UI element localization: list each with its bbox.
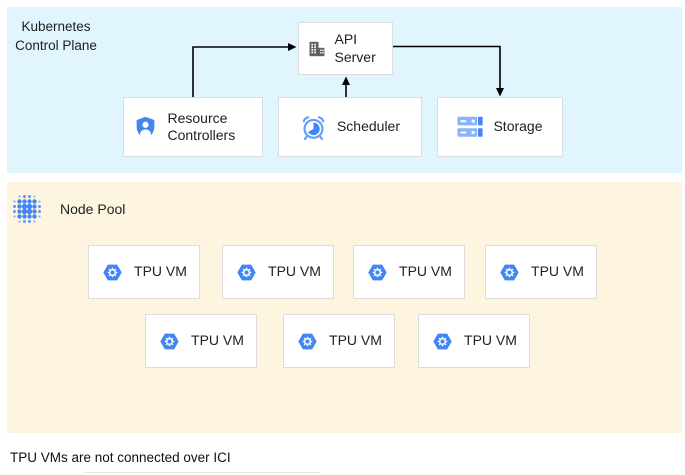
storage-disks-icon <box>457 115 483 139</box>
building-icon <box>307 39 327 59</box>
hexagon-gear-icon <box>158 330 181 353</box>
hexagon-gear-icon <box>296 330 319 353</box>
tpu-vm-label: TPU VM <box>464 332 517 349</box>
resource-controllers-node: Resource Controllers <box>123 97 263 157</box>
hexagon-gear-icon <box>101 261 124 284</box>
node-pool-title: Node Pool <box>60 201 126 217</box>
tpu-vm-node: TPU VM <box>353 245 465 299</box>
api-server-label: API Server <box>334 31 376 65</box>
tpu-vm-label: TPU VM <box>531 263 584 280</box>
tpu-vm-node: TPU VM <box>88 245 200 299</box>
tpu-vm-label: TPU VM <box>329 332 382 349</box>
tpu-vm-label: TPU VM <box>399 263 452 280</box>
node-pool-dots-icon <box>10 192 44 226</box>
hexagon-gear-icon <box>366 261 389 284</box>
tpu-vm-node: TPU VM <box>222 245 334 299</box>
api-server-node: API Server <box>298 22 393 75</box>
scheduler-node: Scheduler <box>278 97 422 157</box>
hexagon-gear-icon <box>431 330 454 353</box>
tpu-vm-node: TPU VM <box>485 245 597 299</box>
shield-user-icon <box>133 115 158 140</box>
tpu-vm-label: TPU VM <box>134 263 187 280</box>
control-plane-title: Kubernetes Control Plane <box>15 19 97 53</box>
storage-label: Storage <box>493 118 543 135</box>
resource-controllers-label: Resource Controllers <box>167 109 236 144</box>
faint-divider <box>85 472 320 473</box>
tpu-vm-label: TPU VM <box>268 263 321 280</box>
alarm-clock-icon <box>300 114 327 141</box>
tpu-vm-node: TPU VM <box>145 314 257 368</box>
hexagon-gear-icon <box>498 261 521 284</box>
storage-node: Storage <box>437 97 563 157</box>
hexagon-gear-icon <box>235 261 258 284</box>
tpu-vm-label: TPU VM <box>191 332 244 349</box>
scheduler-label: Scheduler <box>336 118 401 135</box>
node-pool-panel <box>7 182 682 433</box>
tpu-vm-node: TPU VM <box>283 314 395 368</box>
tpu-vm-node: TPU VM <box>418 314 530 368</box>
footnote-text: TPU VMs are not connected over ICI <box>10 450 231 465</box>
